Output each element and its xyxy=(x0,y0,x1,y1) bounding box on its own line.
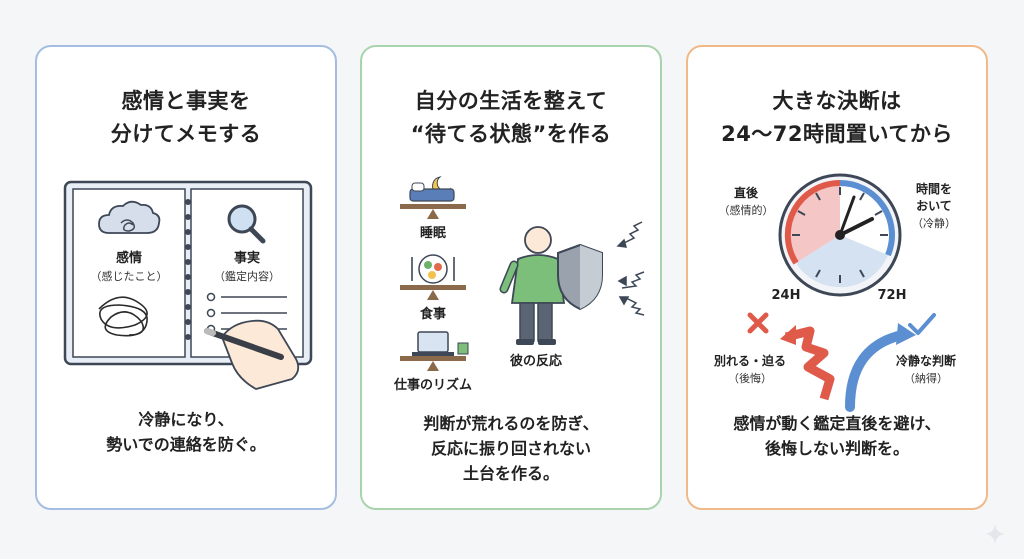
card-title: 大きな決断は 24〜72時間置いてから xyxy=(688,85,986,151)
shelf xyxy=(400,356,466,361)
laptop-icon xyxy=(412,331,469,356)
card-caption: 冷静になり、 勢いでの連絡を防ぐ。 xyxy=(37,407,335,457)
card-separate-memo: 感情と事実を 分けてメモする 感情 （感じたこと） 事実 （鑑定内容） xyxy=(35,45,337,510)
with-time-label-2: おいて xyxy=(916,199,952,213)
fact-label: 事実 xyxy=(234,250,260,266)
shelf-support xyxy=(427,290,439,300)
clock-icon xyxy=(778,173,902,297)
bad-arrow-head xyxy=(780,325,796,345)
breakup-label: 別れる・迫る xyxy=(713,353,786,368)
scribble-mark xyxy=(98,296,148,337)
title-line-1: 自分の生活を整えて xyxy=(414,89,608,113)
emotion-label: 感情 xyxy=(116,250,142,266)
tick-24h-label: 24H xyxy=(772,288,801,303)
caption-line-2: 後悔しない判断を。 xyxy=(764,439,909,458)
right-after-label: 直後 xyxy=(734,185,759,200)
notebook-illustration: 感情 （感じたこと） 事実 （鑑定内容） xyxy=(63,180,313,390)
caption-line-1: 判断が荒れるのを防ぎ、 xyxy=(423,414,599,433)
shelf xyxy=(400,204,466,209)
card-big-decision: 大きな決断は 24〜72時間置いてから 直後 （感情的） 時間を おいて xyxy=(686,45,988,510)
moon-bed-icon xyxy=(409,176,455,202)
caption-line-1: 冷静になり、 xyxy=(138,410,234,429)
person-figure xyxy=(499,226,566,345)
fact-sub-label: （鑑定内容） xyxy=(214,269,280,283)
tick-72h-label: 72H xyxy=(878,288,907,303)
shelf-support xyxy=(427,209,439,219)
spiral-binding xyxy=(185,199,191,340)
emotion-sub-label: （感じたこと） xyxy=(91,270,168,283)
item-sleep-label: 睡眠 xyxy=(420,225,446,241)
card-caption: 感情が動く鑑定直後を避け、 後悔しない判断を。 xyxy=(688,411,986,461)
balance-illustration: 睡眠 食事 仕事のリズム xyxy=(393,176,645,393)
zigzag-arrow-bad xyxy=(784,326,835,401)
emotional-sub-label: （感情的） xyxy=(719,203,774,217)
calm-judgement-label: 冷静な判断 xyxy=(896,353,956,368)
shelf xyxy=(400,285,466,290)
title-line-2: “待てる状態”を作る xyxy=(410,122,612,146)
title-line-1: 大きな決断は xyxy=(772,89,902,113)
sparkle-icon xyxy=(985,524,1005,544)
title-line-1: 感情と事実を xyxy=(121,89,251,113)
caption-line-2: 勢いでの連絡を防ぐ。 xyxy=(106,435,266,454)
cloud-scribble-icon xyxy=(98,200,161,234)
card-title: 自分の生活を整えて “待てる状態”を作る xyxy=(362,85,660,151)
item-meal-label: 食事 xyxy=(420,306,446,322)
meal-icon xyxy=(411,254,455,284)
card-title: 感情と事実を 分けてメモする xyxy=(37,85,335,151)
partner-reaction-label: 彼の反応 xyxy=(510,353,562,369)
incoming-pressure-lines xyxy=(616,221,645,316)
x-mark-icon xyxy=(747,312,769,334)
caption-line-1: 感情が動く鑑定直後を避け、 xyxy=(733,414,941,433)
item-work-label: 仕事のリズム xyxy=(393,377,472,393)
title-line-2: 24〜72時間置いてから xyxy=(721,122,953,146)
regret-sub-label: （後悔） xyxy=(728,371,772,385)
shield-icon xyxy=(557,243,603,311)
with-time-label: 時間を xyxy=(916,181,952,196)
title-line-2: 分けてメモする xyxy=(110,122,262,146)
curved-arrow-good xyxy=(845,330,907,412)
magnifier-icon xyxy=(227,204,266,244)
caption-line-2: 反応に振り回されない xyxy=(430,439,591,458)
caption-line-3: 土台を作る。 xyxy=(462,464,559,483)
good-arrow-head xyxy=(896,323,916,345)
calm-sub-label: （冷静） xyxy=(912,216,956,230)
check-mark-icon xyxy=(908,313,936,335)
shelf-support xyxy=(427,361,439,371)
satisfied-sub-label: （納得） xyxy=(904,372,948,385)
clock-illustration: 直後 （感情的） 時間を おいて （冷静） 24H 72H 別れる・迫る （後悔… xyxy=(713,173,956,412)
pen-hand-icon xyxy=(204,319,300,390)
card-caption: 判断が荒れるのを防ぎ、 反応に振り回されない 土台を作る。 xyxy=(362,411,660,486)
card-daily-life: 自分の生活を整えて “待てる状態”を作る 睡眠 食事 xyxy=(360,45,662,510)
